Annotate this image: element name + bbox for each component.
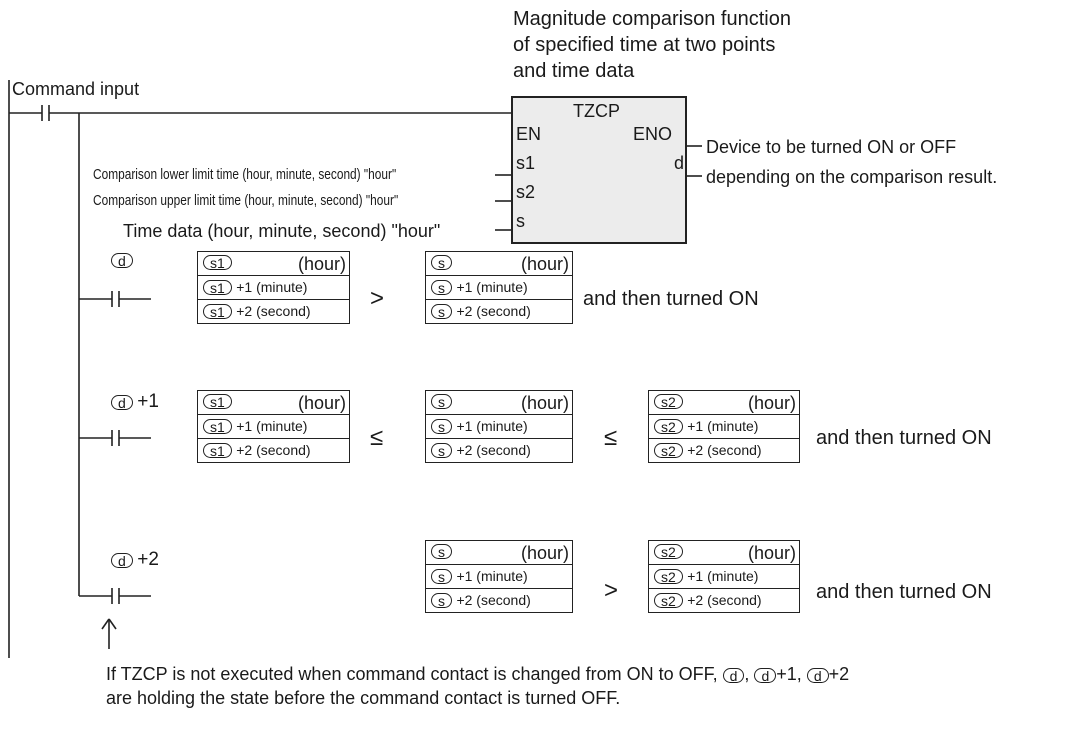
relation-le: ≤ bbox=[370, 424, 384, 451]
device-d-label: d bbox=[111, 252, 133, 270]
output-line-1: Device to be turned ON or OFF bbox=[706, 137, 957, 157]
pin-s1: s1 bbox=[516, 153, 536, 173]
s1-time-table: s1(hour) s1 +1 (minute) s1 +2 (second) bbox=[197, 390, 350, 463]
pin-s: s bbox=[516, 211, 525, 231]
input-s1-label: Comparison lower limit time (hour, minut… bbox=[93, 167, 397, 183]
note-line-1: If TZCP is not executed when command con… bbox=[106, 664, 850, 684]
input-s2-label: Comparison upper limit time (hour, minut… bbox=[93, 193, 399, 209]
s-time-table: s(hour) s +1 (minute) s +2 (second) bbox=[425, 540, 573, 613]
block-name: TZCP bbox=[573, 101, 620, 121]
note-line-2: are holding the state before the command… bbox=[106, 688, 621, 708]
command-input-label: Command input bbox=[12, 79, 140, 99]
result-text: and then turned ON bbox=[816, 427, 992, 449]
device-d1-label: d +1 bbox=[111, 391, 159, 412]
title-line-1: Magnitude comparison function bbox=[513, 8, 791, 30]
device-d2-label: d +2 bbox=[111, 549, 159, 570]
s-time-table: s(hour) s +1 (minute) s +2 (second) bbox=[425, 390, 573, 463]
output-line-2: depending on the comparison result. bbox=[706, 167, 998, 187]
result-text: and then turned ON bbox=[583, 288, 759, 310]
title-line-2: of specified time at two points bbox=[513, 34, 776, 56]
pin-eno: ENO bbox=[633, 124, 673, 144]
input-s-label: Time data (hour, minute, second) "hour" bbox=[123, 221, 441, 241]
relation-gt: > bbox=[604, 577, 619, 604]
pin-en: EN bbox=[516, 124, 542, 144]
relation-le: ≤ bbox=[604, 424, 618, 451]
relation-gt: > bbox=[370, 285, 385, 312]
s-time-table: s(hour) s +1 (minute) s +2 (second) bbox=[425, 251, 573, 324]
result-text: and then turned ON bbox=[816, 581, 992, 603]
pin-s2: s2 bbox=[516, 182, 536, 202]
s2-time-table: s2(hour) s2 +1 (minute) s2 +2 (second) bbox=[648, 390, 800, 463]
pin-d: d bbox=[674, 153, 685, 173]
tzcp-block bbox=[511, 96, 687, 244]
s2-time-table: s2(hour) s2 +1 (minute) s2 +2 (second) bbox=[648, 540, 800, 613]
title-line-3: and time data bbox=[513, 60, 635, 82]
s1-time-table: s1(hour) s1 +1 (minute) s1 +2 (second) bbox=[197, 251, 350, 324]
